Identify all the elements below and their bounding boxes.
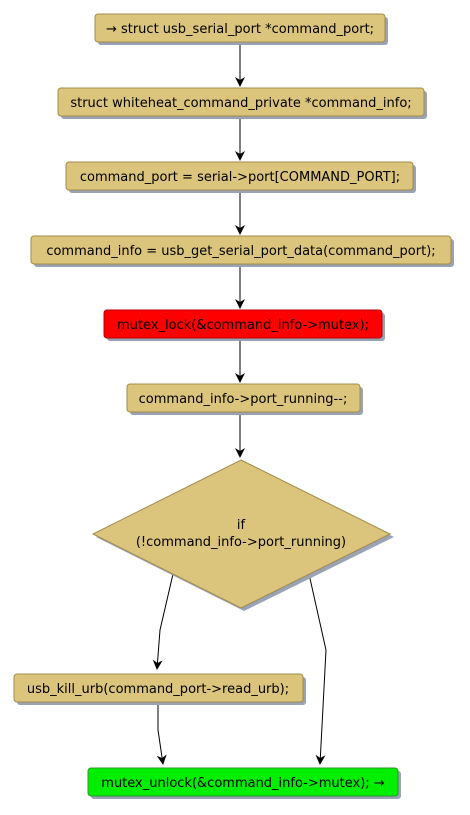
decision-label-line-2: (!command_info->port_running): [136, 535, 346, 550]
node-box: [87, 767, 399, 797]
node-label: command_info = usb_get_serial_port_data(…: [46, 244, 435, 259]
node-box: [13, 673, 304, 703]
node-declare-command-port: → struct usb_serial_port *command_port;: [94, 13, 388, 45]
edges: [152, 45, 327, 765]
node-box: [103, 309, 383, 339]
node-label: struct whiteheat_command_private *comman…: [70, 96, 411, 111]
node-label: mutex_unlock(&command_info->mutex); →: [101, 776, 385, 791]
node-label: usb_kill_urb(command_port->read_urb);: [27, 682, 289, 697]
node-mutex-unlock: mutex_unlock(&command_info->mutex); →: [87, 767, 401, 799]
node-decrement-port-running: command_info->port_running--;: [126, 383, 363, 415]
node-declare-command-info: struct whiteheat_command_private *comman…: [57, 87, 427, 119]
edge-n7-n9: [308, 573, 327, 765]
node-box: [30, 235, 452, 265]
edge-n7-n8: [152, 573, 174, 670]
decision-diamond: [91, 459, 392, 609]
node-usb-kill-urb: usb_kill_urb(command_port->read_urb);: [13, 673, 306, 705]
node-box: [65, 161, 414, 191]
node-if-not-port-running: if (!command_info->port_running): [91, 459, 394, 611]
edge-n8-n9: [156, 702, 167, 765]
node-mutex-lock: mutex_lock(&command_info->mutex);: [103, 309, 385, 341]
node-label: command_info->port_running--;: [139, 392, 348, 407]
decision-label-line-1: if: [237, 518, 246, 533]
node-assign-command-port: command_port = serial->port[COMMAND_PORT…: [65, 161, 416, 193]
node-label: → struct usb_serial_port *command_port;: [106, 22, 374, 37]
node-assign-command-info: command_info = usb_get_serial_port_data(…: [30, 235, 454, 267]
node-label: mutex_lock(&command_info->mutex);: [117, 318, 369, 333]
node-box: [94, 13, 386, 43]
node-box: [57, 87, 425, 117]
node-label: command_port = serial->port[COMMAND_PORT…: [80, 170, 400, 185]
node-box: [126, 383, 361, 413]
